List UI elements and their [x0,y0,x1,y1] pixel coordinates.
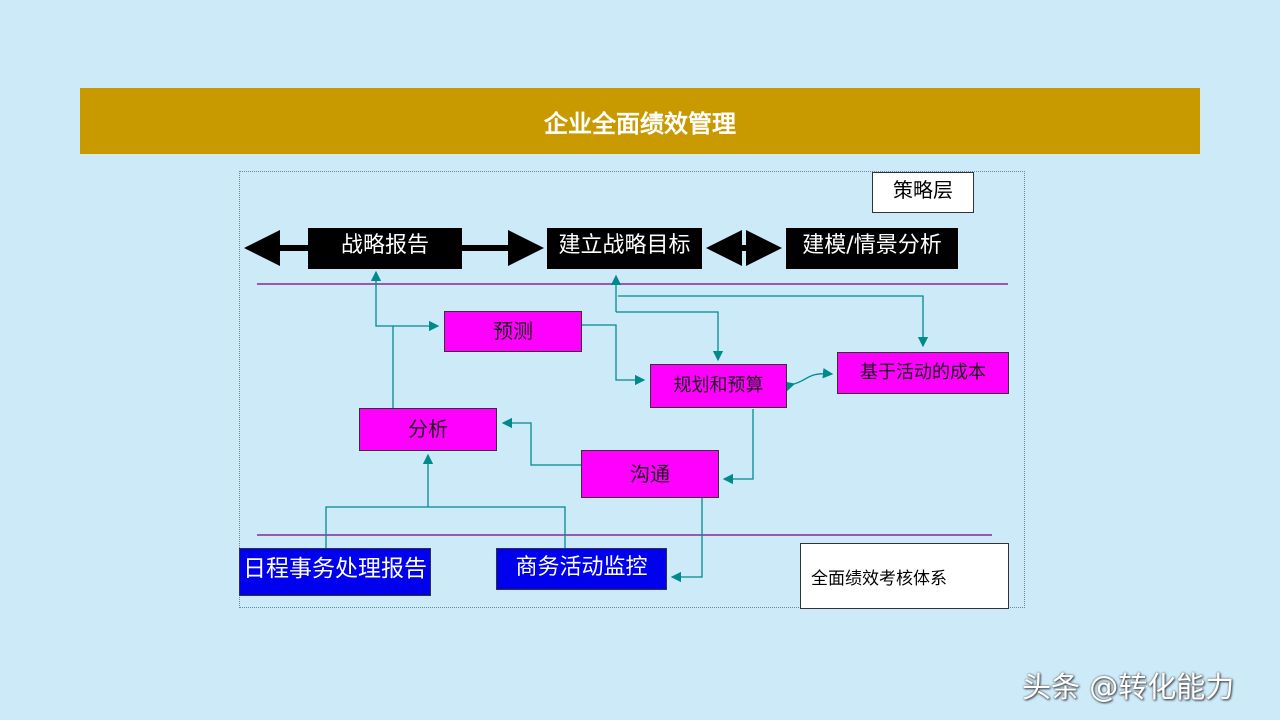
daily-report-box: 日程事务处理报告 [239,548,431,596]
connector-planning-cost [783,368,834,392]
connector-comm-analysis [501,417,581,466]
activity-cost-box: 基于活动的成本 [837,352,1009,394]
connector-goals-cost [618,295,929,348]
communication-box: 沟通 [581,450,719,498]
system-label-box: 全面绩效考核体系 [800,543,1009,609]
connector-planning-comm [722,409,754,485]
watermark-text: 头条 @转化能力 [1022,670,1235,704]
connector-goals-planning [616,311,724,362]
analysis-box: 分析 [359,408,497,451]
business-monitor-box: 商务活动监控 [496,548,667,590]
forecast-box: 预测 [444,311,582,352]
connector-analysis-report [370,270,394,408]
page-title: 企业全面绩效管理 [544,109,736,138]
strategy-layer-label: 策略层 [872,172,974,213]
strategy-report-box: 战略报告 [308,228,462,269]
connector-comm-monitor [670,498,703,583]
planning-budget-box: 规划和预算 [650,364,787,408]
modeling-box: 建模/情景分析 [786,228,958,269]
connector-bottom-left [325,506,566,548]
connector-forecast-planning [582,324,646,386]
strategic-goals-box: 建立战略目标 [547,228,702,269]
diagram-frame [239,171,1025,608]
title-banner: 企业全面绩效管理 [80,88,1200,154]
